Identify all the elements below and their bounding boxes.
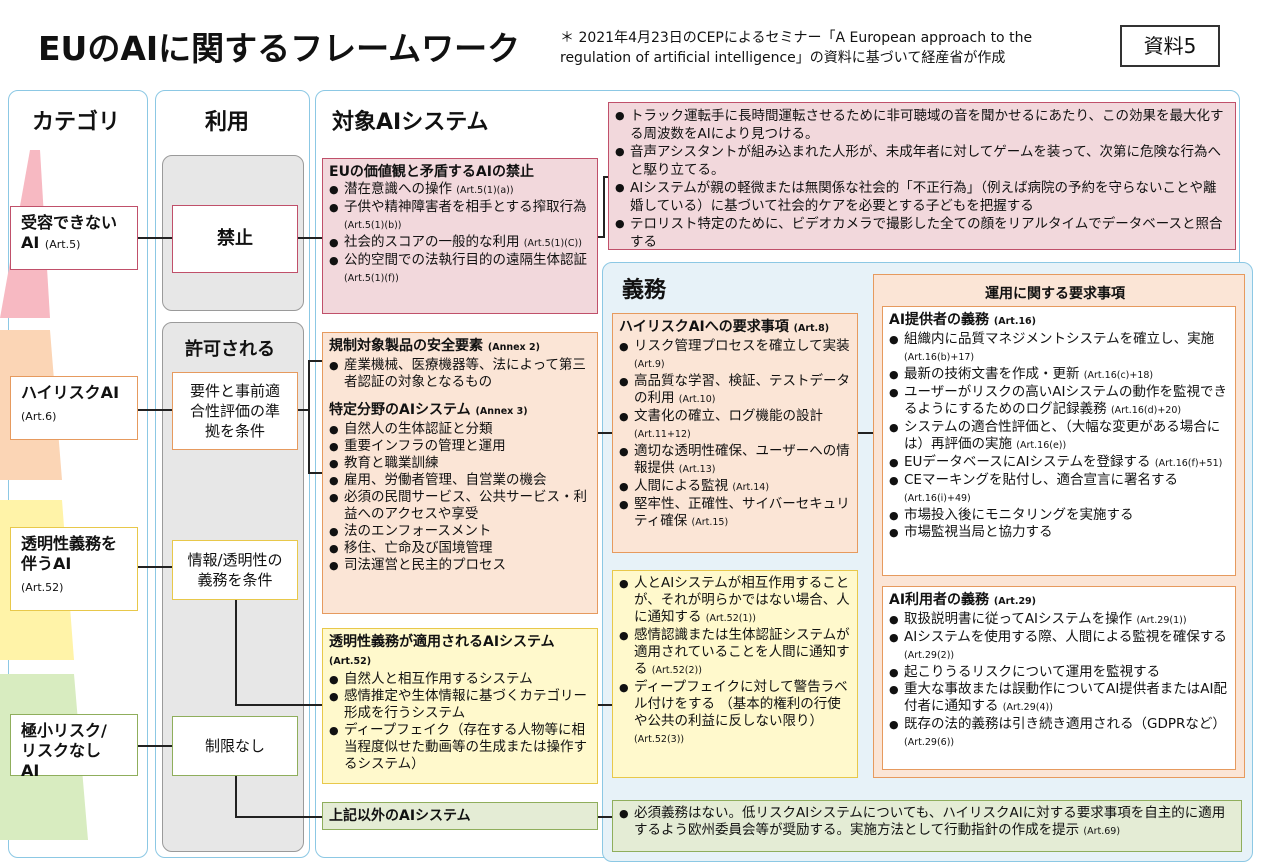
list-item: 最新の技術文書を作成・更新 (Art.16(c)+18) bbox=[889, 366, 1229, 384]
operation-requirements-title: 運用に関する要求事項 bbox=[985, 286, 1125, 302]
target-header: 対象AIシステム bbox=[332, 110, 489, 135]
page-title: EUのAIに関するフレームワーク bbox=[38, 29, 521, 68]
list-item: 感情認識または生体認証システムが適用されていることを人間に通知する (Art.5… bbox=[619, 627, 851, 679]
document-badge: 資料5 bbox=[1120, 25, 1220, 67]
list-item: 法のエンフォースメント bbox=[329, 523, 591, 540]
list-item: 市場監視当局と協力する bbox=[889, 524, 1229, 541]
connector-line bbox=[603, 176, 608, 178]
user-duties-box: AI利用者の義務 (Art.29) 取扱説明書に従ってAIシステムを操作 (Ar… bbox=[882, 586, 1236, 770]
list-item: AIシステムを使用する際、人間による監視を確保する (Art.29(2)) bbox=[889, 629, 1229, 664]
list-item: 取扱説明書に従ってAIシステムを操作 (Art.29(1)) bbox=[889, 611, 1229, 629]
connector-line bbox=[235, 600, 237, 704]
connector-line bbox=[858, 432, 873, 434]
list-item: ディープフェイク（存在する人物等に相当程度似せた動画等の生成または操作するシステ… bbox=[329, 722, 591, 773]
connector-line bbox=[235, 704, 322, 706]
list-item: ユーザーがリスクの高いAIシステムの動作を監視できるようにするためのログ記録義務… bbox=[889, 384, 1229, 419]
connector-line bbox=[235, 816, 322, 818]
list-item: 産業機械、医療機器等、法によって第三者認証の対象となるもの bbox=[329, 357, 591, 391]
duty-header: 義務 bbox=[622, 278, 667, 303]
category-minimal: 極小リスク/リスクなしAI bbox=[10, 714, 138, 780]
list-item: 起こりうるリスクについて運用を監視する bbox=[889, 664, 1229, 681]
list-item: 司法運営と民主的プロセス bbox=[329, 557, 591, 574]
list-item: 必須の民間サービス、公共サービス・利益へのアクセスや享受 bbox=[329, 489, 591, 523]
list-item: 必須義務はない。低リスクAIシステムについても、ハイリスクAIに対する要求事項を… bbox=[619, 805, 1235, 840]
list-item: 市場投入後にモニタリングを実施する bbox=[889, 507, 1229, 524]
list-item: 自然人と相互作用するシステム bbox=[329, 671, 591, 688]
connector-line bbox=[603, 176, 605, 238]
highrisk-requirements-box: ハイリスクAIへの要求事項 (Art.8) リスク管理プロセスを確立して実装 (… bbox=[612, 313, 858, 553]
connector-line bbox=[598, 816, 612, 818]
connector-line bbox=[298, 409, 308, 411]
list-item: ディープフェイクに対して警告ラベル付けをする （基本的権利の行使や公共の利益に反… bbox=[619, 679, 851, 748]
transparency-systems-box: 透明性義務が適用されるAIシステム (Art.52) 自然人と相互作用するシステ… bbox=[322, 628, 598, 784]
connector-line bbox=[138, 237, 172, 239]
connector-line bbox=[308, 360, 310, 472]
provider-duties-box: AI提供者の義務 (Art.16) 組織内に品質マネジメントシステムを確立し、実… bbox=[882, 306, 1236, 576]
list-item: 堅牢性、正確性、サイバーセキュリティ確保 (Art.15) bbox=[619, 496, 851, 531]
list-item: 重大な事故または誤動作についてAI提供者またはAI配付者に通知する (Art.2… bbox=[889, 681, 1229, 716]
highrisk-systems-box: 規制対象製品の安全要素 (Annex 2) 産業機械、医療機器等、法によって第三… bbox=[322, 332, 598, 614]
usage-permitted: 許可される bbox=[185, 339, 275, 360]
usage-ban: 禁止 bbox=[172, 205, 298, 273]
usage-header: 利用 bbox=[205, 110, 250, 135]
connector-line bbox=[138, 745, 172, 747]
other-systems-box: 上記以外のAIシステム bbox=[322, 802, 598, 830]
list-item: CEマーキングを貼付し、適合宣言に署名する (Art.16(i)+49) bbox=[889, 472, 1229, 507]
usage-cond-transparency: 情報/透明性の義務を条件 bbox=[172, 540, 298, 600]
list-item: 人間による監視 (Art.14) bbox=[619, 478, 851, 496]
connector-line bbox=[138, 409, 172, 411]
usage-cond-assessment: 要件と事前適合性評価の準拠を条件 bbox=[172, 372, 298, 450]
list-item: システムの適合性評価と、（大幅な変更がある場合には）再評価の実施 (Art.16… bbox=[889, 419, 1229, 454]
list-item: 高品質な学習、検証、テストデータの利用 (Art.10) bbox=[619, 373, 851, 408]
list-item: 潜在意識への操作 (Art.5(1)(a)) bbox=[329, 181, 591, 199]
category-highrisk: ハイリスクAI (Art.6) bbox=[10, 376, 138, 440]
list-item: 子供や精神障害者を相手とする搾取行為 (Art.5(1)(b)) bbox=[329, 199, 591, 234]
list-item: EUデータベースにAIシステムを登録する (Art.16(f)+51) bbox=[889, 454, 1229, 472]
list-item: 適切な透明性確保、ユーザーへの情報提供 (Art.13) bbox=[619, 443, 851, 478]
list-item: テロリスト特定のために、ビデオカメラで撮影した全ての顔をリアルタイムでデータベー… bbox=[615, 215, 1229, 251]
list-item: 移住、亡命及び国境管理 bbox=[329, 540, 591, 557]
usage-no-restriction: 制限なし bbox=[172, 716, 298, 776]
list-item: AIシステムが親の軽微または無関係な社会的「不正行為」（例えば病院の予約を守らな… bbox=[615, 179, 1229, 215]
category-header: カテゴリ bbox=[32, 110, 121, 135]
prohibited-examples-box: トラック運転手に長時間運転させるために非可聴域の音を聞かせるにあたり、この効果を… bbox=[608, 102, 1236, 250]
list-item: 雇用、労働者管理、自営業の機会 bbox=[329, 472, 591, 489]
other-duty-box: 必須義務はない。低リスクAIシステムについても、ハイリスクAIに対する要求事項を… bbox=[612, 800, 1242, 852]
list-item: 感情推定や生体情報に基づくカテゴリー形成を行うシステム bbox=[329, 688, 591, 722]
prohibited-box: EUの価値観と矛盾するAIの禁止 潜在意識への操作 (Art.5(1)(a)) … bbox=[322, 158, 598, 314]
category-transparency: 透明性義務を伴うAI (Art.52) bbox=[10, 527, 138, 611]
connector-line bbox=[308, 472, 322, 474]
list-item: 公的空間での法執行目的の遠隔生体認証 (Art.5(1)(f)) bbox=[329, 252, 591, 287]
list-item: 人とAIシステムが相互作用することが、それが明らかではない場合、人に通知する (… bbox=[619, 575, 851, 627]
connector-line bbox=[298, 237, 322, 239]
list-item: トラック運転手に長時間運転させるために非可聴域の音を聞かせるにあたり、この効果を… bbox=[615, 107, 1229, 143]
list-item: 社会的スコアの一般的な利用 (Art.5(1)(C)) bbox=[329, 234, 591, 252]
connector-line bbox=[598, 704, 612, 706]
list-item: 文書化の確立、ログ機能の設計 (Art.11+12) bbox=[619, 408, 851, 443]
transparency-duties-box: 人とAIシステムが相互作用することが、それが明らかではない場合、人に通知する (… bbox=[612, 570, 858, 778]
connector-line bbox=[598, 236, 603, 238]
usage-column bbox=[155, 90, 310, 858]
connector-line bbox=[598, 432, 612, 434]
list-item: 音声アシスタントが組み込まれた人形が、未成年者に対してゲームを装って、次第に危険… bbox=[615, 143, 1229, 179]
list-item: 自然人の生体認証と分類 bbox=[329, 421, 591, 438]
connector-line bbox=[235, 776, 237, 816]
source-note: ＊ 2021年4月23日のCEPによるセミナー「A European appro… bbox=[560, 30, 1033, 66]
connector-line bbox=[308, 360, 322, 362]
list-item: 組織内に品質マネジメントシステムを確立し、実施 (Art.16(b)+17) bbox=[889, 331, 1229, 366]
category-unacceptable: 受容できないAI (Art.5) bbox=[10, 206, 138, 270]
connector-line bbox=[138, 566, 172, 568]
list-item: 重要インフラの管理と運用 bbox=[329, 438, 591, 455]
list-item: 教育と職業訓練 bbox=[329, 455, 591, 472]
list-item: リスク管理プロセスを確立して実装 (Art.9) bbox=[619, 338, 851, 373]
list-item: 既存の法的義務は引き続き適用される（GDPRなど） (Art.29(6)) bbox=[889, 716, 1229, 751]
